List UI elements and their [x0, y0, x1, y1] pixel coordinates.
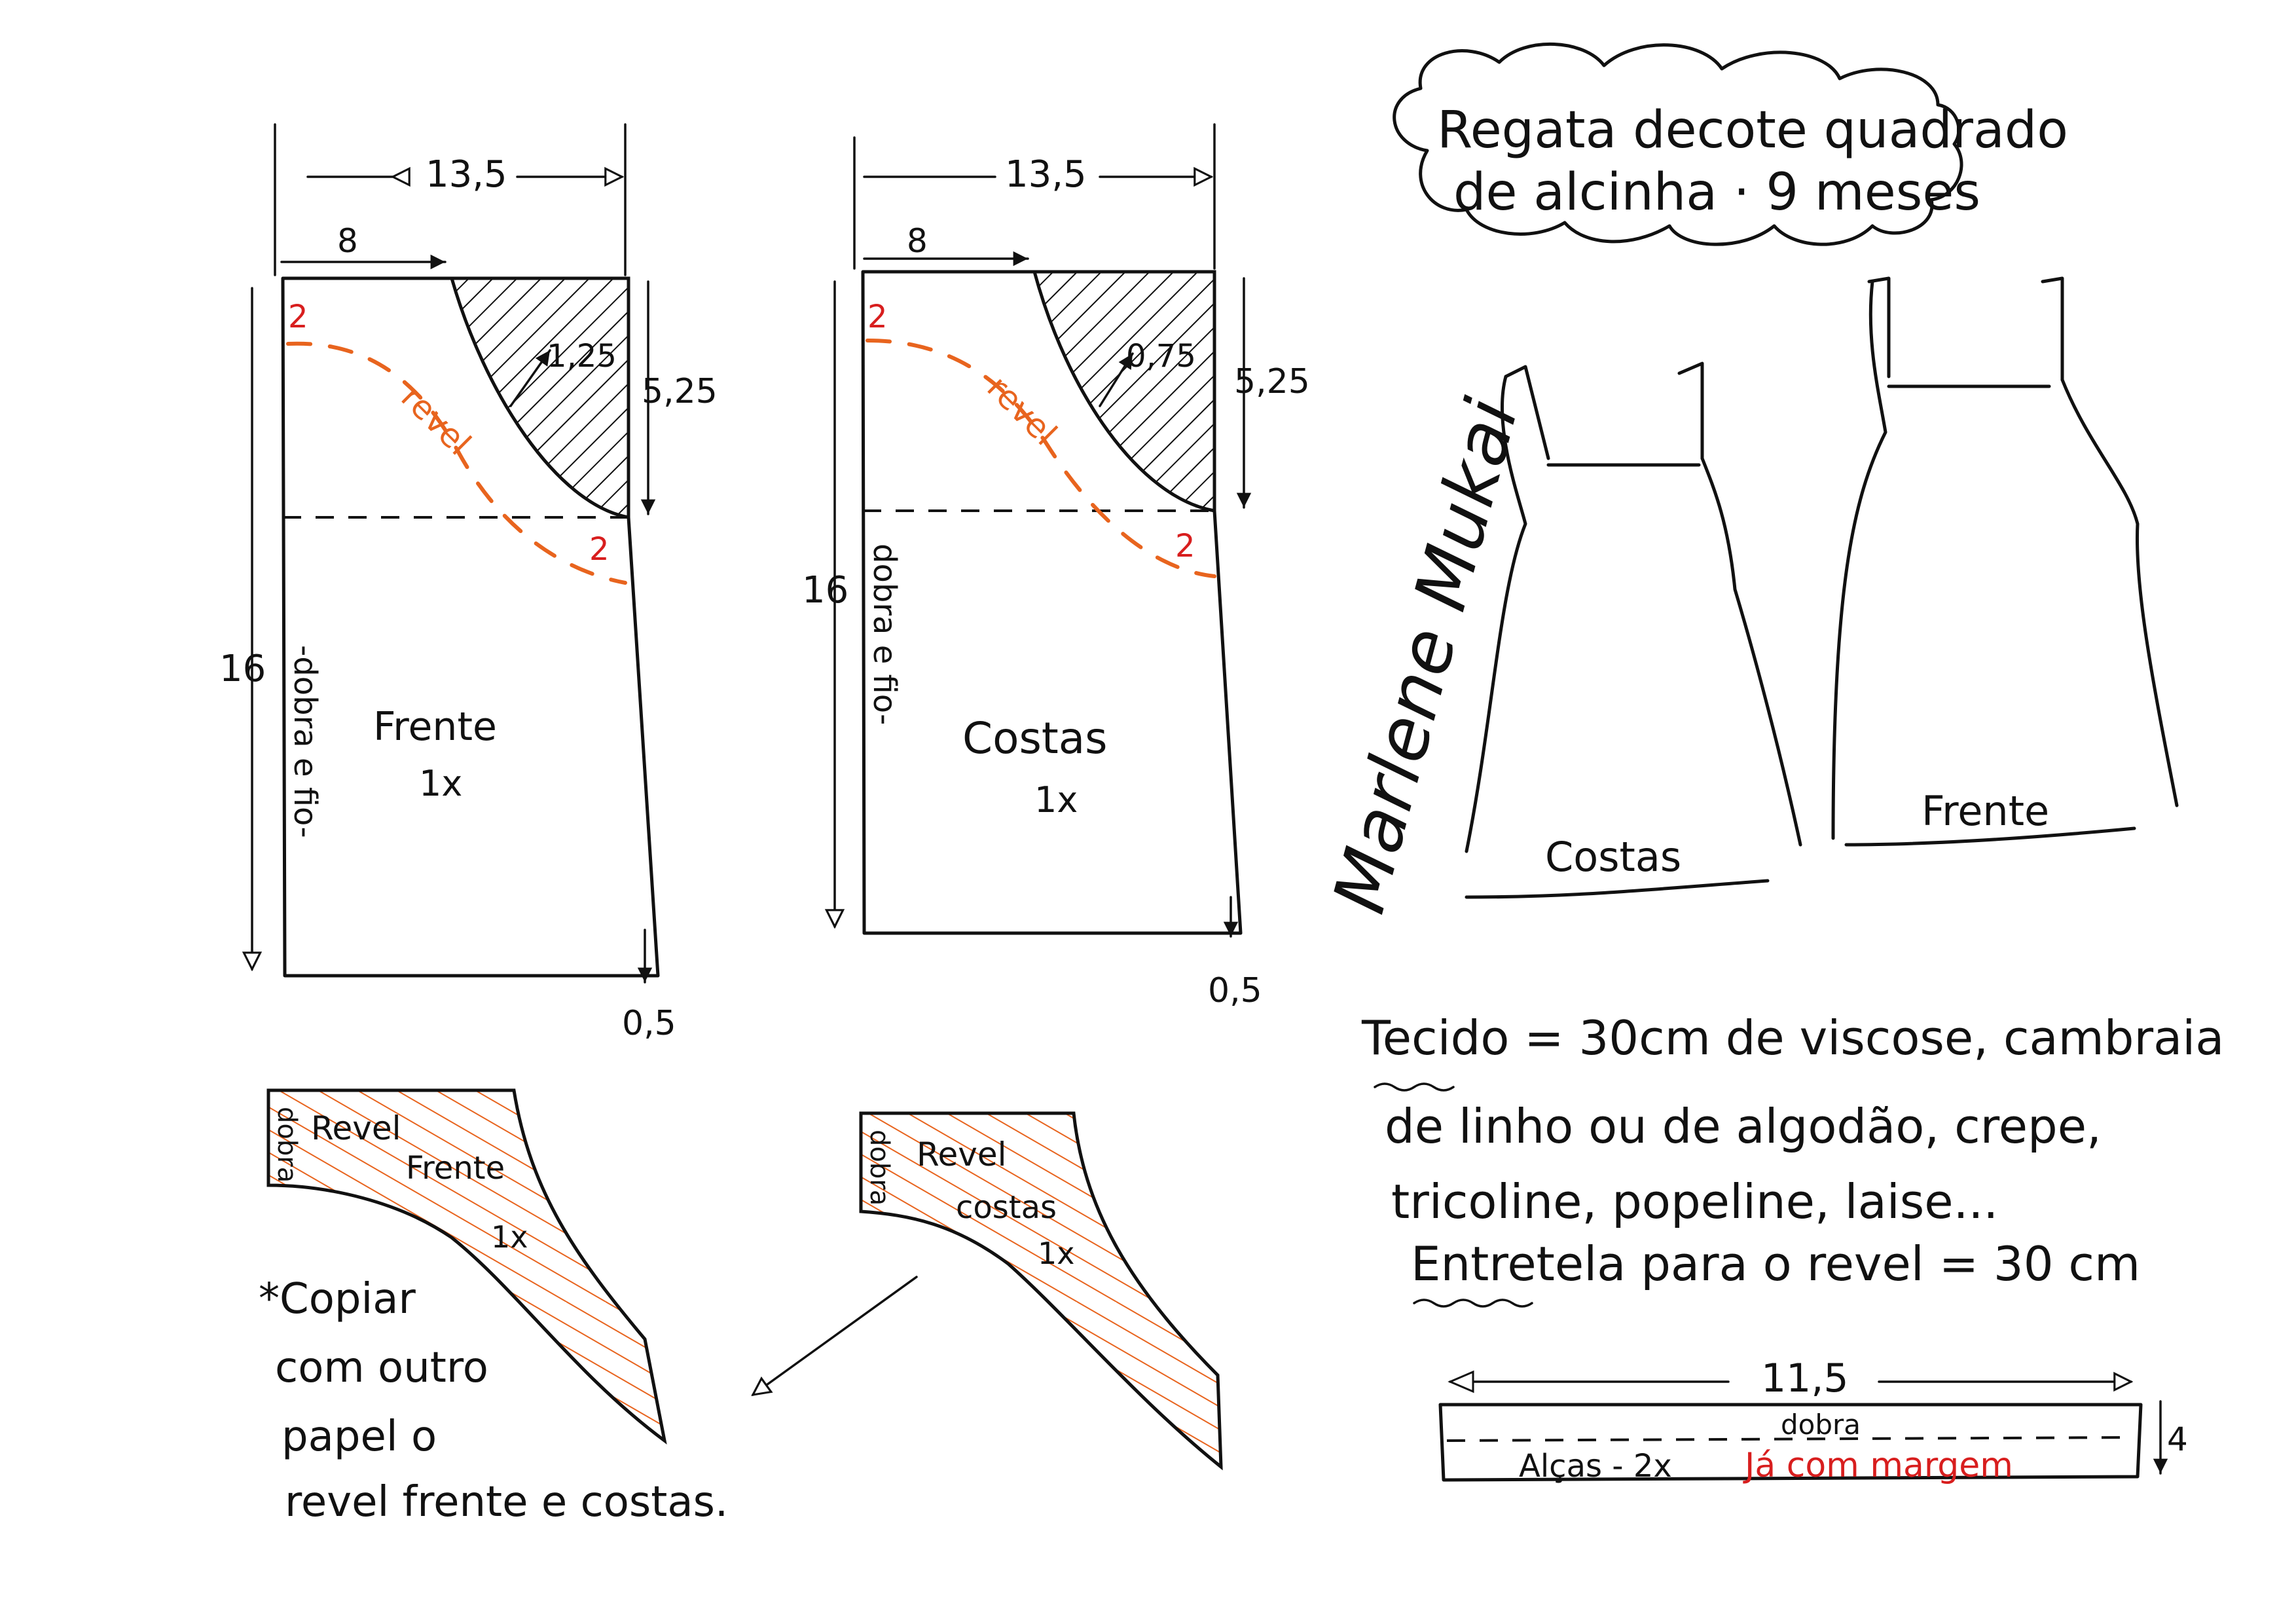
- front-armhole-hatch: [449, 276, 630, 519]
- back-sketch: Costas: [1465, 361, 1802, 899]
- front-mark-top: 2: [288, 299, 308, 335]
- title-cloud: Regata decote quadrado de alcinha · 9 me…: [1393, 42, 2068, 246]
- strap-height-label: 4: [2167, 1420, 2188, 1458]
- copy-note: *Copiar com outro papel o revel frente e…: [259, 1275, 728, 1526]
- strap-pattern: 11,5 dobra Alças - 2x Já com margem 4: [1438, 1356, 2188, 1485]
- front-sketch-body: [1831, 280, 2179, 840]
- back-curve-arrow: [1099, 352, 1134, 407]
- revel-front-piece: dobra Revel Frente 1x: [266, 1088, 667, 1445]
- back-depth-label: 5,25: [1234, 362, 1310, 401]
- strap-rect: [1438, 1403, 2143, 1482]
- front-piece-name: Frente: [373, 704, 497, 750]
- signature: Marlene Mukai: [1317, 390, 1534, 921]
- copy-note-line-4: revel frente e costas.: [285, 1478, 728, 1526]
- strap-label: Alças - 2x: [1519, 1448, 1672, 1485]
- back-sketch-hem: [1465, 879, 1770, 899]
- back-sketch-label: Costas: [1545, 833, 1681, 881]
- back-pattern: 13,5 8 0,75 5,25 16 0,5 revel 2 2 dobra …: [802, 123, 1310, 1010]
- copy-note-line-1: *Copiar: [259, 1275, 416, 1323]
- fabric-underline-1: [1374, 1082, 1455, 1092]
- revel-back-fold: dobra: [864, 1130, 894, 1206]
- copy-note-line-2: com outro: [275, 1344, 488, 1392]
- back-length-label: 16: [802, 569, 848, 612]
- fabric-note-line-3: tricoline, popeline, laise...: [1391, 1174, 1998, 1229]
- front-depth-label: 5,25: [642, 372, 718, 411]
- revel-front-fold: dobra: [272, 1107, 302, 1183]
- front-piece-count: 1x: [419, 763, 462, 804]
- revel-back-count: 1x: [1038, 1236, 1075, 1271]
- front-sketch-hem: [1844, 826, 2136, 847]
- strap-fold-label: dobra: [1781, 1409, 1861, 1441]
- front-length-label: 16: [219, 648, 266, 690]
- front-sketch: Frente: [1831, 276, 2179, 847]
- back-hem-label: 0,5: [1208, 971, 1262, 1010]
- front-sketch-strap-right: [2041, 276, 2064, 382]
- back-mark-side: 2: [1175, 528, 1195, 564]
- title-line-1: Regata decote quadrado: [1437, 101, 2068, 160]
- front-hem-label: 0,5: [622, 1004, 676, 1043]
- revel-front-shape: [266, 1088, 667, 1445]
- revel-front-label-1: Revel: [311, 1109, 401, 1147]
- back-neck-label: 8: [907, 222, 928, 260]
- front-fold-label: -dobra e fio-: [287, 645, 323, 838]
- back-fold-label: dobra e fio-: [866, 544, 903, 725]
- copy-note-line-3: papel o: [282, 1412, 437, 1461]
- front-width-label: 13,5: [426, 153, 507, 196]
- front-revel-line: [286, 341, 627, 585]
- strap-note: Já com margem: [1743, 1446, 2013, 1485]
- back-width-label: 13,5: [1005, 153, 1087, 196]
- revel-front-label-2: Frente: [406, 1150, 505, 1187]
- strap-length-label: 11,5: [1761, 1356, 1849, 1401]
- title-line-2: de alcinha · 9 meses: [1453, 163, 1980, 222]
- front-revel-label: revel: [394, 378, 479, 462]
- copy-arrow: [753, 1276, 918, 1395]
- revel-back-label-2: costas: [956, 1189, 1057, 1226]
- front-sketch-strap-left: [1867, 276, 1891, 378]
- back-revel-line: [866, 339, 1216, 578]
- back-sketch-strap-left: [1504, 365, 1550, 460]
- back-piece-name: Costas: [962, 713, 1108, 764]
- front-curve-label: 1,25: [547, 338, 617, 375]
- back-piece-count: 1x: [1034, 779, 1078, 821]
- revel-back-label-1: Revel: [917, 1135, 1007, 1173]
- back-curve-label: 0,75: [1126, 338, 1196, 375]
- strap-arrowhead-left: [1448, 1370, 1474, 1393]
- back-mark-top: 2: [867, 299, 888, 335]
- strap-fold-line: [1446, 1436, 2135, 1442]
- revel-front-count: 1x: [491, 1219, 528, 1255]
- front-sketch-label: Frente: [1922, 787, 2049, 835]
- front-neck-label: 8: [337, 222, 358, 260]
- fabric-underline-2: [1413, 1299, 1533, 1308]
- fabric-note-line-4: Entretela para o revel = 30 cm: [1411, 1236, 2140, 1291]
- revel-back-shape: [859, 1111, 1223, 1471]
- back-sketch-strap-right: [1677, 361, 1704, 460]
- revel-back-piece: dobra Revel costas 1x: [859, 1111, 1223, 1471]
- fabric-note-line-2: de linho ou de algodão, crepe,: [1385, 1099, 2102, 1154]
- front-pattern: 13,5 8 1,25 5,25 16 0,5 revel 2 2 -dobra…: [219, 123, 718, 1043]
- cloud-outline: [1393, 42, 1963, 246]
- back-armhole-hatch: [1032, 270, 1216, 513]
- front-mark-side: 2: [589, 531, 610, 568]
- fabric-note-line-1: Tecido = 30cm de viscose, cambraia: [1361, 1010, 2224, 1065]
- front-curve-arrow: [509, 349, 551, 407]
- fabric-note: Tecido = 30cm de viscose, cambraia de li…: [1361, 1010, 2224, 1308]
- back-sketch-body: [1465, 375, 1802, 853]
